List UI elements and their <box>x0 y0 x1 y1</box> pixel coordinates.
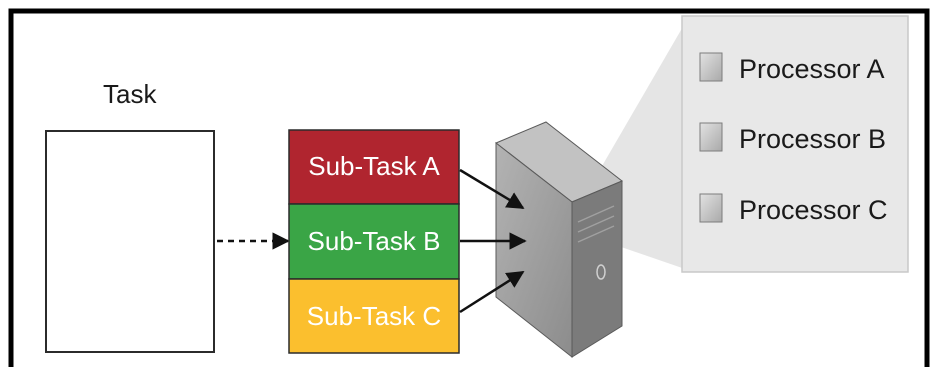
processor-chip-icon <box>699 193 723 223</box>
subtask-a-block <box>288 129 460 205</box>
subtask-a-to-server-arrow <box>459 168 525 210</box>
task-label: Task <box>103 79 157 109</box>
subtask-a-label: Sub-Task A <box>308 151 440 181</box>
processor-c-row: Processor C <box>699 193 888 225</box>
server-drive-slot <box>577 225 615 243</box>
subtask-b-block <box>288 203 460 280</box>
diagram-frame <box>8 8 930 367</box>
server-tower-icon <box>495 121 623 359</box>
subtask-c-label: Sub-Task C <box>307 301 441 331</box>
processor-a-label: Processor A <box>739 54 885 84</box>
processor-a-row: Processor A <box>699 52 885 84</box>
processor-b-row: Processor B <box>699 122 886 154</box>
processor-b-label: Processor B <box>739 124 886 154</box>
subtask-c-block <box>288 278 460 354</box>
server-drive-slot <box>577 215 615 233</box>
server-power-button <box>596 264 606 280</box>
processor-chip-icon <box>699 122 723 152</box>
processor-chip-icon <box>699 52 723 82</box>
processor-c-label: Processor C <box>739 195 888 225</box>
subtask-c-to-server-arrow <box>459 270 525 314</box>
subtask-b-label: Sub-Task B <box>308 226 441 256</box>
server-drive-slot <box>577 205 615 223</box>
subtask-stack: Sub-Task A Sub-Task B Sub-Task C <box>288 129 460 354</box>
task-box <box>45 130 215 353</box>
